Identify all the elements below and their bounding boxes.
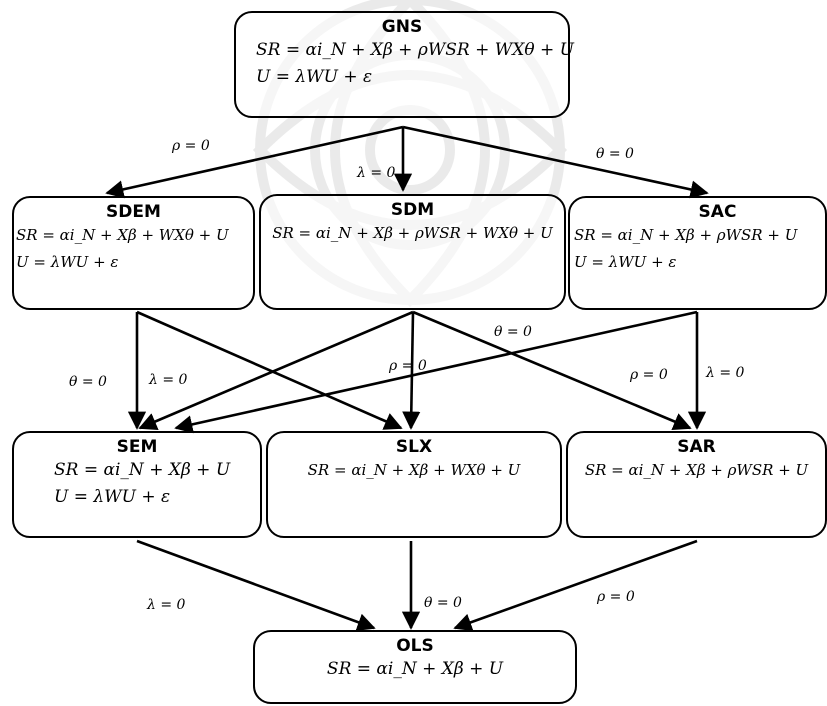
edge-label-gns-sdm: λ = 0 (357, 165, 396, 181)
edge-label-sem-ols: λ = 0 (147, 597, 186, 613)
node-sdm-eq1: SR = αi_N + Xβ + ρWSR + WXθ + U (272, 224, 553, 242)
node-sem-eq2: U = λWU + ε (54, 487, 171, 507)
edge-label-sac-sar-rho: ρ = 0 (630, 367, 668, 383)
node-sdem-eq1: SR = αi_N + Xβ + WXθ + U (16, 226, 229, 244)
node-gns-eq2: U = λWU + ε (256, 67, 373, 87)
node-gns: GNS SR = αi_N + Xβ + ρWSR + WXθ + U U = … (234, 11, 574, 118)
edge-sac-sem (174, 310, 698, 434)
edge-sem-ols (136, 539, 376, 631)
edge-label-sac-sar-lam: λ = 0 (706, 365, 745, 381)
node-sac-title: SAC (698, 202, 737, 222)
node-ols-eq1: SR = αi_N + Xβ + U (326, 659, 504, 679)
node-gns-eq1: SR = αi_N + Xβ + ρWSR + WXθ + U (256, 40, 574, 60)
node-sdem-title: SDEM (106, 202, 161, 222)
node-gns-title: GNS (381, 17, 423, 37)
edge-sdm-sar (412, 310, 692, 431)
edge-label-sdm-slx: ρ = 0 (389, 358, 427, 374)
edge-label-sar-ols: ρ = 0 (597, 589, 635, 605)
node-sdm-title: SDM (390, 200, 435, 220)
edge-label-sdem-slx: λ = 0 (149, 372, 188, 388)
edge-gns-sac (402, 125, 709, 199)
node-sar: SAR SR = αi_N + Xβ + ρWSR + U (566, 431, 827, 538)
edge-label-gns-sac: θ = 0 (596, 146, 634, 162)
node-sar-title: SAR (677, 437, 716, 457)
node-sdem-eq2: U = λWU + ε (16, 253, 119, 271)
edge-label-sdem-sem: θ = 0 (69, 374, 107, 390)
edge-sar-ols (453, 539, 698, 632)
node-sdem: SDEM SR = αi_N + Xβ + WXθ + U U = λWU + … (12, 196, 255, 310)
node-ols: OLS SR = αi_N + Xβ + U (253, 630, 577, 704)
node-sac: SAC SR = αi_N + Xβ + ρWSR + U U = λWU + … (568, 196, 827, 310)
edge-label-slx-ols: θ = 0 (424, 595, 462, 611)
node-sdm: SDM SR = αi_N + Xβ + ρWSR + WXθ + U (259, 194, 566, 310)
node-slx-title: SLX (395, 437, 433, 457)
node-sac-eq2: U = λWU + ε (574, 253, 677, 271)
node-sem-eq1: SR = αi_N + Xβ + U (54, 460, 231, 480)
edge-label-gns-sdem: ρ = 0 (172, 138, 210, 154)
node-slx: SLX SR = αi_N + Xβ + WXθ + U (266, 431, 562, 538)
node-slx-eq1: SR = αi_N + Xβ + WXθ + U (307, 461, 521, 479)
edge-sdem-slx (136, 310, 403, 430)
node-sem-title: SEM (116, 437, 158, 457)
node-sar-eq1: SR = αi_N + Xβ + ρWSR + U (584, 461, 809, 479)
edge-sdm-slx (402, 311, 421, 430)
edge-label-sdm-sar: θ = 0 (494, 324, 532, 340)
node-ols-title: OLS (396, 636, 434, 656)
edge-gns-sdem (105, 125, 404, 199)
node-sem: SEM SR = αi_N + Xβ + U U = λWU + ε (12, 431, 262, 538)
edge-sdm-sem (138, 310, 414, 430)
node-sac-eq1: SR = αi_N + Xβ + ρWSR + U (574, 226, 798, 244)
